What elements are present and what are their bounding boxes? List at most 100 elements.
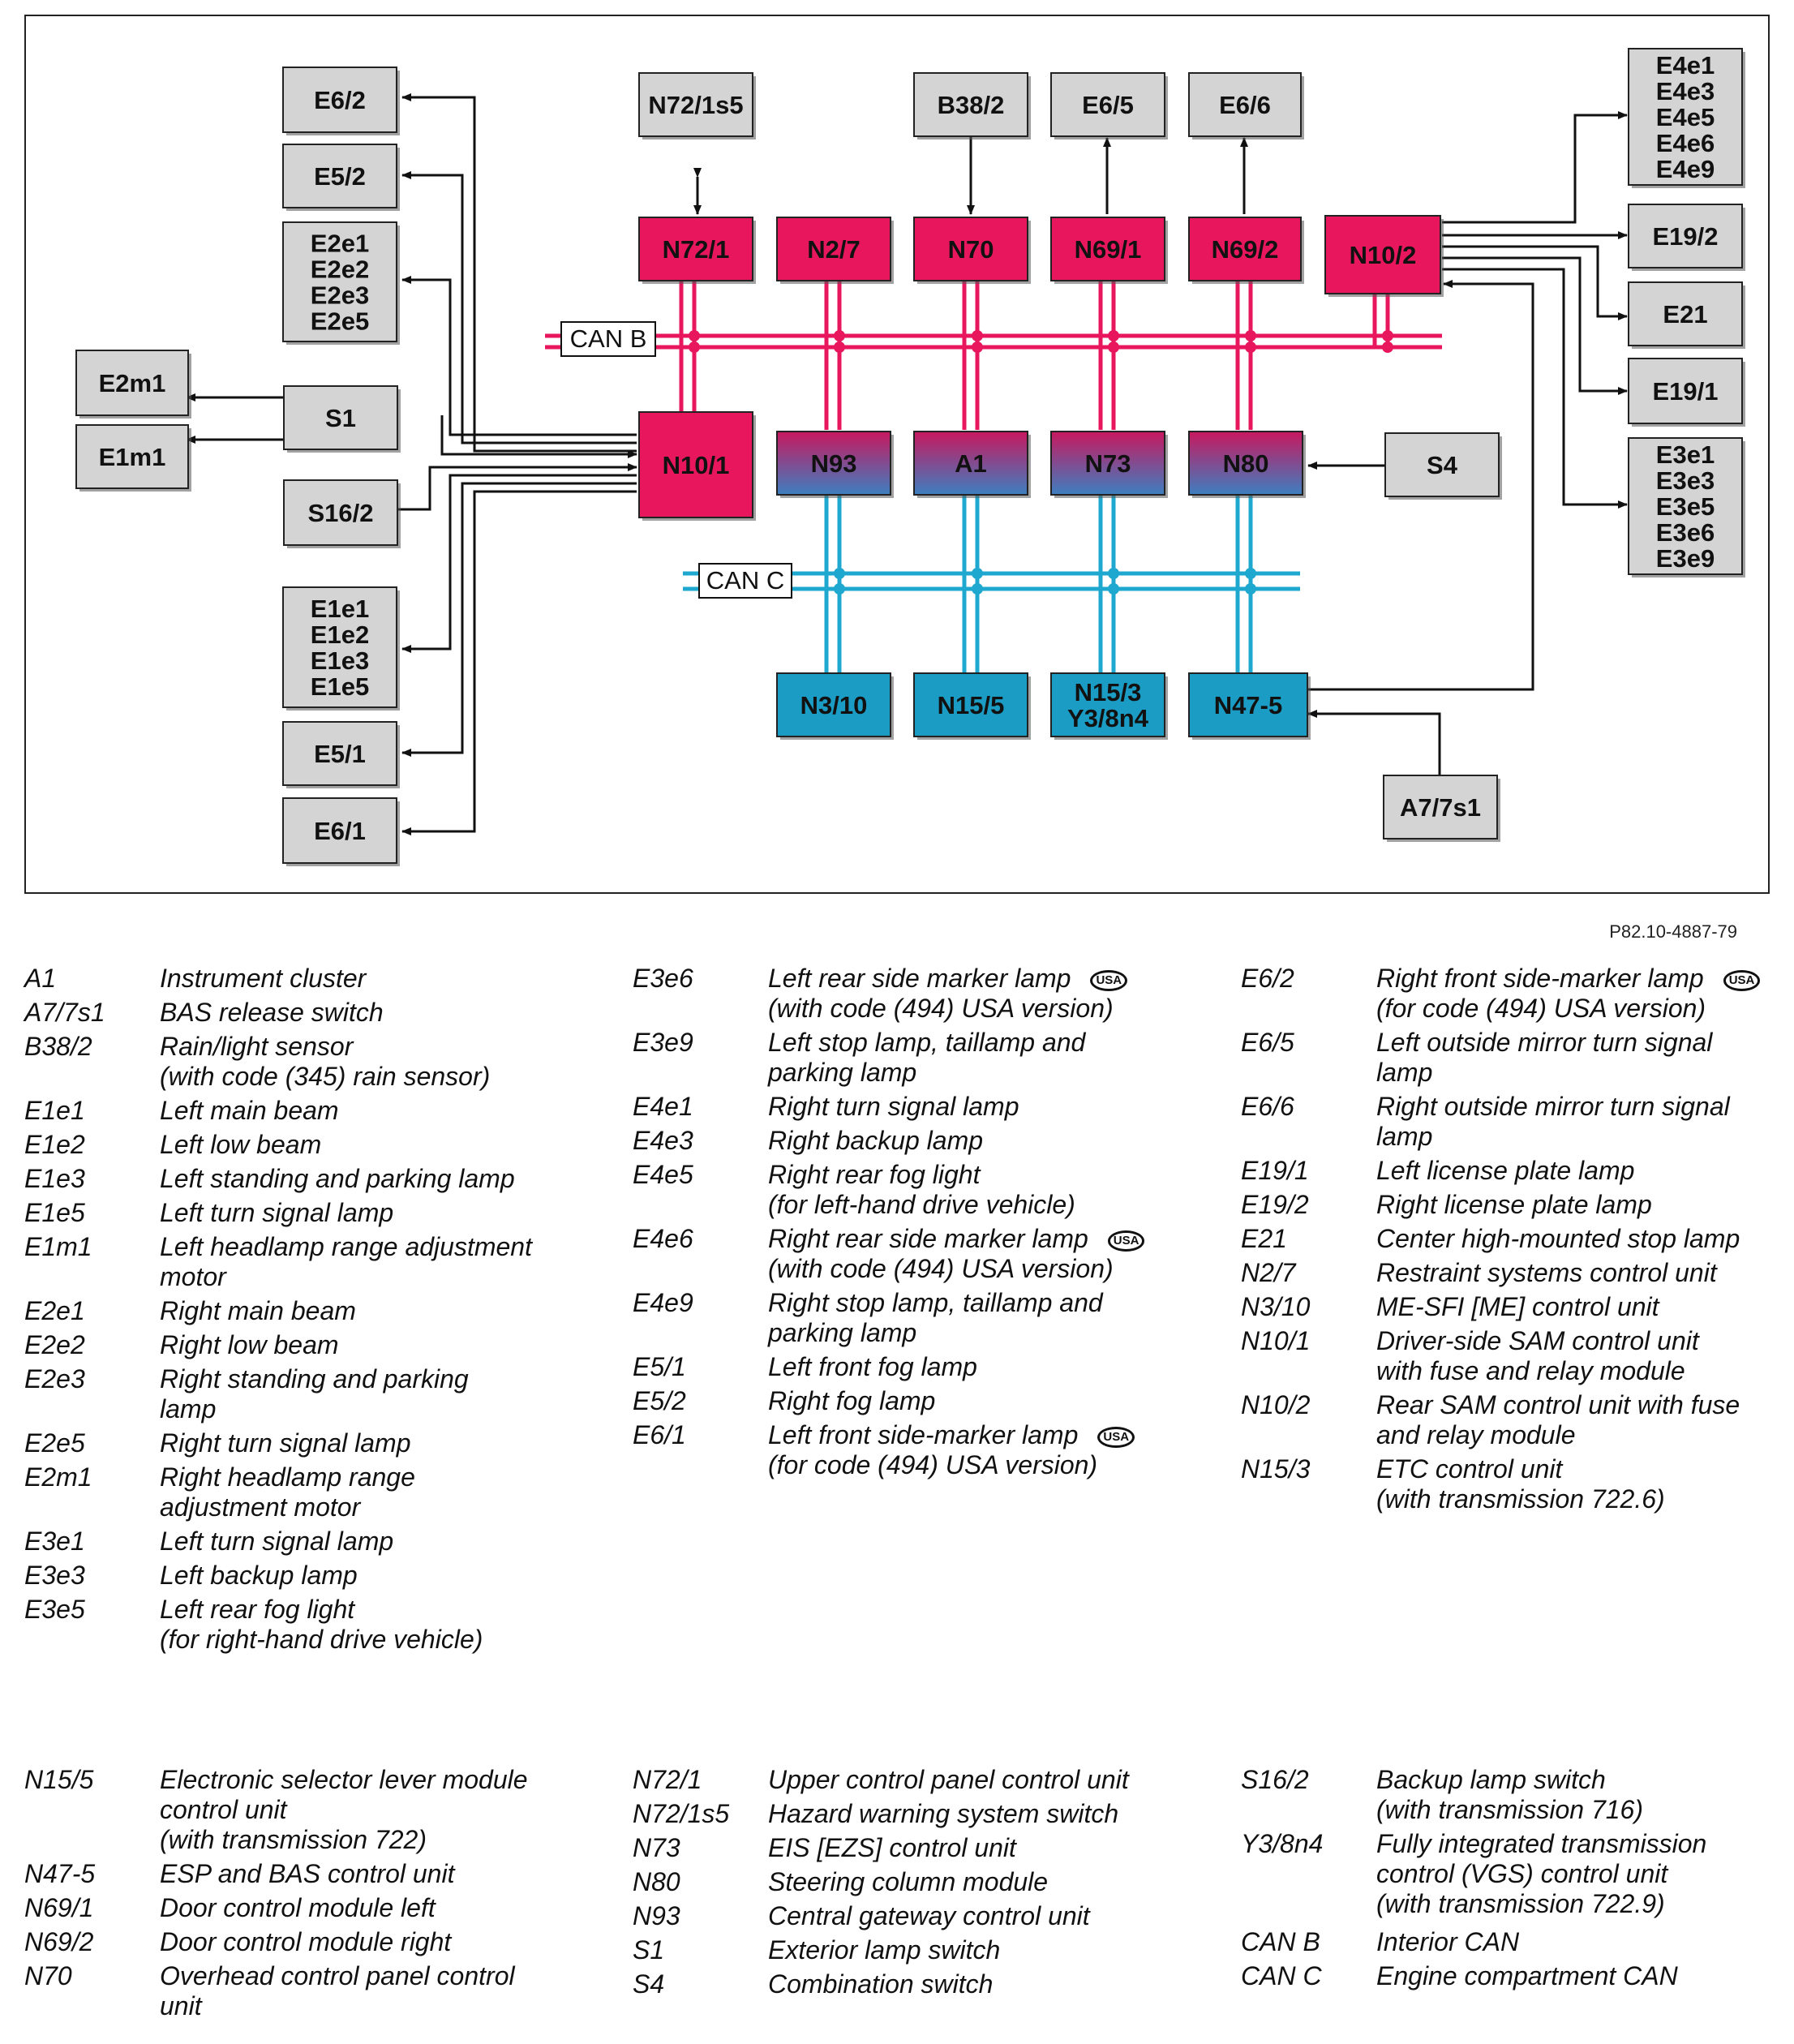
box-body xyxy=(1188,217,1302,281)
box-label: N10/1 xyxy=(663,451,730,479)
legend-code: E3e6 xyxy=(633,964,693,993)
node-E19-2: E19/2 xyxy=(1628,204,1745,271)
legend-gap xyxy=(24,1655,532,1659)
signal-wire xyxy=(1442,245,1628,320)
legend-description-text: motor xyxy=(160,1262,226,1291)
can-b-node-dot xyxy=(689,341,700,353)
legend-description: adjustment motor xyxy=(160,1492,532,1522)
legend-description-text: Backup lamp switch xyxy=(1376,1765,1606,1794)
legend-code: N73 xyxy=(633,1833,680,1862)
legend-row: adjustment motor xyxy=(24,1492,532,1522)
box-body xyxy=(1050,672,1165,737)
legend-description: (with transmission 722.9) xyxy=(1376,1889,1706,1919)
box-label: E1m1 xyxy=(99,443,166,471)
box-label: N10/2 xyxy=(1350,241,1417,269)
legend-description: Left headlamp range adjustment xyxy=(160,1232,532,1262)
legend-description: Door control module right xyxy=(160,1927,528,1957)
can-c-node-dot xyxy=(972,583,983,595)
legend-description-text: Right headlamp range xyxy=(160,1462,415,1492)
node-S1: S1 xyxy=(283,385,401,453)
legend-code: E4e6 xyxy=(633,1224,693,1253)
bus-label-text: CAN B xyxy=(570,324,647,353)
legend-row: and relay module xyxy=(1241,1420,1760,1450)
can-c-node-dot xyxy=(972,568,983,579)
signal-wire xyxy=(401,93,637,453)
legend-description-text: Left front side-marker lamp xyxy=(768,1420,1079,1449)
box-body xyxy=(75,424,189,489)
legend-description-text: Right turn signal lamp xyxy=(768,1092,1019,1121)
legend-description: and relay module xyxy=(1376,1420,1760,1450)
legend-description-text: Overhead control panel control xyxy=(160,1961,515,1990)
legend-gap xyxy=(24,2021,528,2025)
legend-description: Right fog lamp xyxy=(768,1386,1144,1416)
legend-description: lamp xyxy=(1376,1122,1760,1152)
can-b-node-dot xyxy=(972,341,983,353)
node-N93: N93 xyxy=(776,431,894,498)
box-label: E3e6 xyxy=(1656,518,1715,547)
legend-code: E2e1 xyxy=(24,1296,85,1325)
legend-description-text: Right fog lamp xyxy=(768,1386,936,1415)
box-body xyxy=(1628,48,1743,186)
node-N69-1: N69/1 xyxy=(1050,217,1168,284)
legend-description-text: Upper control panel control unit xyxy=(768,1765,1129,1794)
node-N72-1s5: N72/1s5 xyxy=(638,72,756,140)
box-body xyxy=(282,144,397,208)
legend-code: E4e3 xyxy=(633,1126,693,1155)
legend-row: (with code (345) rain sensor) xyxy=(24,1062,532,1092)
legend-row: (with transmission 722.6) xyxy=(1241,1484,1760,1514)
signal-wire xyxy=(401,171,637,444)
legend-description-text: lamp xyxy=(160,1394,217,1424)
node-S4: S4 xyxy=(1384,432,1502,500)
legend-code: N72/1 xyxy=(633,1765,702,1794)
legend-code: E6/2 xyxy=(1241,964,1294,993)
legend-description-text: Steering column module xyxy=(768,1867,1049,1896)
box-label: E4e6 xyxy=(1656,129,1715,157)
box-body xyxy=(1628,358,1743,424)
node-N69-2: N69/2 xyxy=(1188,217,1304,284)
legend-description: parking lamp xyxy=(768,1058,1144,1088)
box-label: N47-5 xyxy=(1214,691,1282,719)
legend-code: N69/2 xyxy=(24,1927,94,1956)
legend-description: Right outside mirror turn signal xyxy=(1376,1092,1760,1122)
box-body xyxy=(776,431,891,496)
box-label: N69/2 xyxy=(1212,235,1279,264)
legend-description: Electronic selector lever module xyxy=(160,1765,528,1795)
legend-code: N80 xyxy=(633,1867,680,1896)
node-S16-2: S16/2 xyxy=(283,479,401,548)
signal-wire xyxy=(401,490,637,835)
legend-code: E3e3 xyxy=(24,1561,85,1590)
legend-description: Right rear fog light xyxy=(768,1160,1144,1190)
can-b-node-dot xyxy=(972,330,983,341)
legend-description-text: Combination switch xyxy=(768,1969,994,1999)
can-b-node-dot xyxy=(834,330,845,341)
box-label: Y3/8n4 xyxy=(1067,704,1149,732)
legend-description: EIS [EZS] control unit xyxy=(768,1833,1129,1863)
box-body xyxy=(913,431,1028,496)
legend-description: ESP and BAS control unit xyxy=(160,1859,528,1889)
can-b-node-dot xyxy=(1108,330,1119,341)
box-label: E3e5 xyxy=(1656,492,1715,521)
legend-description: Left backup lamp xyxy=(160,1561,532,1591)
legend-description: ETC control unit xyxy=(1376,1454,1760,1484)
box-label: S1 xyxy=(325,404,356,432)
box-label: E4e1 xyxy=(1656,51,1715,79)
box-label: E2e5 xyxy=(311,307,369,336)
legend-code: E2e5 xyxy=(24,1428,85,1458)
bus-label-text: CAN C xyxy=(706,566,784,595)
can-b-node-dot xyxy=(834,341,845,353)
node-E19-1: E19/1 xyxy=(1628,358,1745,427)
legend-description: (for left-hand drive vehicle) xyxy=(768,1190,1144,1220)
legend-description-text: Driver-side SAM control unit xyxy=(1376,1326,1699,1355)
legend-code: E3e1 xyxy=(24,1527,85,1556)
box-label: A1 xyxy=(955,449,987,478)
legend-description-text: (with transmission 722.9) xyxy=(1376,1889,1665,1918)
legend-description-text: Rear SAM control unit with fuse xyxy=(1376,1390,1740,1419)
